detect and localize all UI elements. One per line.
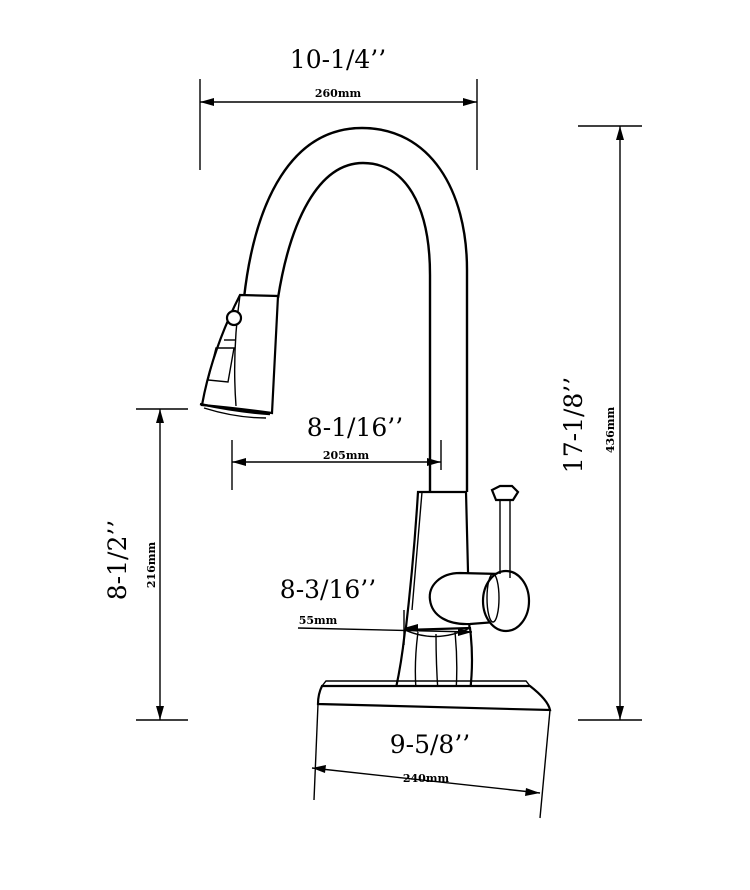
- total-height-inch-label: 17-1/8’’: [559, 377, 588, 473]
- deck-plate-inch-label: 9-5/8’’: [390, 730, 470, 759]
- spray-button: [225, 309, 243, 327]
- spout-outer-contour: [242, 126, 469, 492]
- spout-height-mm-label: 216mm: [145, 542, 158, 589]
- dimension-spout-reach: 8-1/16’’ 205mm: [231, 413, 442, 490]
- dimension-total-height: 17-1/8’’ 436mm: [559, 125, 642, 721]
- spout-height-inch-label: 8-1/2’’: [103, 520, 132, 600]
- spout-inner-contour: [276, 161, 432, 492]
- spout-reach-mm-label: 205mm: [323, 449, 370, 462]
- handle-offset-mm-label: 55mm: [299, 614, 338, 627]
- deck-plate: [313, 680, 552, 819]
- top-width-mm-label: 260mm: [315, 87, 362, 100]
- dimension-deck-plate: 9-5/8’’ 240mm: [311, 730, 541, 796]
- spray-head: [199, 293, 280, 419]
- faucet: [199, 126, 552, 819]
- dimension-spout-height: 8-1/2’’ 216mm: [103, 408, 188, 721]
- dimension-handle-offset: 8-3/16’’ 55mm: [280, 575, 473, 645]
- total-height-mm-label: 436mm: [604, 407, 617, 454]
- faucet-handle: [428, 484, 531, 633]
- deck-plate-mm-label: 240mm: [403, 772, 450, 785]
- dimension-top-width: 10-1/4’’ 260mm: [199, 45, 478, 170]
- handle-offset-inch-label: 8-3/16’’: [280, 575, 376, 604]
- top-width-inch-label: 10-1/4’’: [290, 45, 386, 74]
- spout-reach-inch-label: 8-1/16’’: [307, 413, 403, 442]
